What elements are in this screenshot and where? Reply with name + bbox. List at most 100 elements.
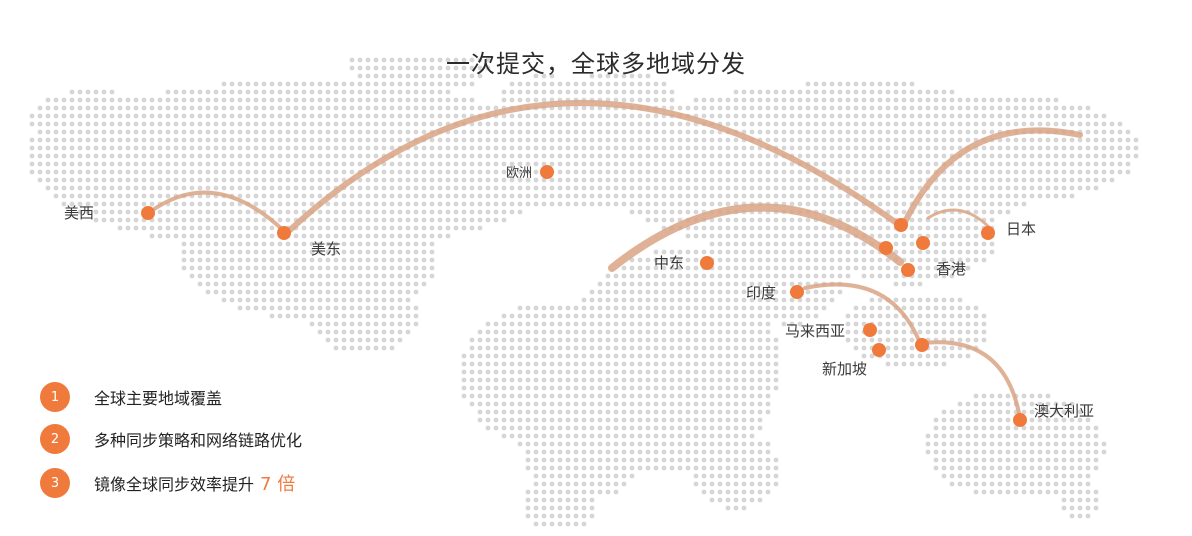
map-dot bbox=[1077, 433, 1083, 439]
map-dot bbox=[397, 313, 403, 319]
map-dot bbox=[109, 105, 115, 111]
map-dot bbox=[173, 233, 179, 239]
map-dot bbox=[525, 433, 531, 439]
map-dot bbox=[613, 177, 619, 183]
map-dot bbox=[365, 233, 371, 239]
map-dot bbox=[237, 281, 243, 287]
node-australia bbox=[1013, 413, 1027, 427]
map-dot bbox=[325, 273, 331, 279]
map-dot bbox=[885, 105, 891, 111]
map-dot bbox=[693, 305, 699, 311]
map-dot bbox=[141, 177, 147, 183]
map-dot bbox=[701, 321, 707, 327]
map-dot bbox=[397, 65, 403, 71]
map-dot bbox=[725, 113, 731, 119]
map-dot bbox=[381, 193, 387, 199]
map-dot bbox=[749, 113, 755, 119]
map-dot bbox=[1085, 417, 1091, 423]
map-dot bbox=[989, 481, 995, 487]
map-dot bbox=[877, 145, 883, 151]
map-dot bbox=[981, 161, 987, 167]
map-dot bbox=[317, 265, 323, 271]
map-dot bbox=[645, 217, 651, 223]
map-dot bbox=[229, 297, 235, 303]
map-dot bbox=[141, 97, 147, 103]
map-dot bbox=[333, 89, 339, 95]
map-dot bbox=[229, 201, 235, 207]
map-dot bbox=[581, 153, 587, 159]
map-dot bbox=[893, 233, 899, 239]
map-dot bbox=[525, 441, 531, 447]
map-dot bbox=[589, 161, 595, 167]
map-dot bbox=[941, 425, 947, 431]
map-dot bbox=[565, 513, 571, 519]
map-dot bbox=[85, 153, 91, 159]
map-dot bbox=[205, 145, 211, 151]
map-dot bbox=[237, 233, 243, 239]
map-dot bbox=[197, 153, 203, 159]
map-dot bbox=[1101, 177, 1107, 183]
map-dot bbox=[509, 113, 515, 119]
map-dot bbox=[757, 193, 763, 199]
map-dot bbox=[301, 289, 307, 295]
map-dot bbox=[541, 417, 547, 423]
map-dot bbox=[237, 257, 243, 263]
map-dot bbox=[733, 185, 739, 191]
map-dot bbox=[1117, 153, 1123, 159]
map-dot bbox=[253, 137, 259, 143]
map-dot bbox=[797, 281, 803, 287]
map-dot bbox=[1069, 481, 1075, 487]
map-dot bbox=[373, 321, 379, 327]
map-dot bbox=[117, 97, 123, 103]
map-dot bbox=[757, 217, 763, 223]
map-dot bbox=[837, 81, 843, 87]
map-dot bbox=[413, 153, 419, 159]
map-dot bbox=[477, 393, 483, 399]
map-dot bbox=[429, 169, 435, 175]
map-dot bbox=[709, 329, 715, 335]
map-dot bbox=[629, 281, 635, 287]
map-dot bbox=[805, 145, 811, 151]
map-dot bbox=[525, 361, 531, 367]
map-dot bbox=[733, 377, 739, 383]
map-dot bbox=[397, 73, 403, 79]
map-dot bbox=[693, 465, 699, 471]
map-dot bbox=[557, 513, 563, 519]
map-dot bbox=[341, 281, 347, 287]
map-dot bbox=[613, 273, 619, 279]
map-dot bbox=[1125, 145, 1131, 151]
map-dot bbox=[517, 113, 523, 119]
map-dot bbox=[989, 249, 995, 255]
map-dot bbox=[1053, 409, 1059, 415]
map-dot bbox=[541, 449, 547, 455]
map-dot bbox=[773, 353, 779, 359]
map-dot bbox=[613, 369, 619, 375]
map-dot bbox=[717, 353, 723, 359]
map-dot bbox=[589, 361, 595, 367]
map-dot bbox=[669, 137, 675, 143]
map-dot bbox=[157, 145, 163, 151]
map-dot bbox=[429, 145, 435, 151]
map-dot bbox=[101, 193, 107, 199]
map-dot bbox=[701, 409, 707, 415]
map-dot bbox=[629, 425, 635, 431]
map-dot bbox=[189, 209, 195, 215]
map-dot bbox=[733, 385, 739, 391]
map-dot bbox=[781, 169, 787, 175]
map-dot bbox=[301, 297, 307, 303]
map-dot bbox=[981, 209, 987, 215]
map-dot bbox=[397, 57, 403, 63]
map-dot bbox=[541, 81, 547, 87]
map-dot bbox=[501, 321, 507, 327]
map-dot bbox=[1109, 169, 1115, 175]
map-dot bbox=[757, 177, 763, 183]
map-dot bbox=[677, 161, 683, 167]
map-dot bbox=[973, 329, 979, 335]
map-dot bbox=[461, 377, 467, 383]
map-dot bbox=[133, 113, 139, 119]
map-dot bbox=[829, 233, 835, 239]
map-dot bbox=[517, 385, 523, 391]
map-dot bbox=[69, 177, 75, 183]
map-dot bbox=[477, 417, 483, 423]
map-dot bbox=[117, 121, 123, 127]
